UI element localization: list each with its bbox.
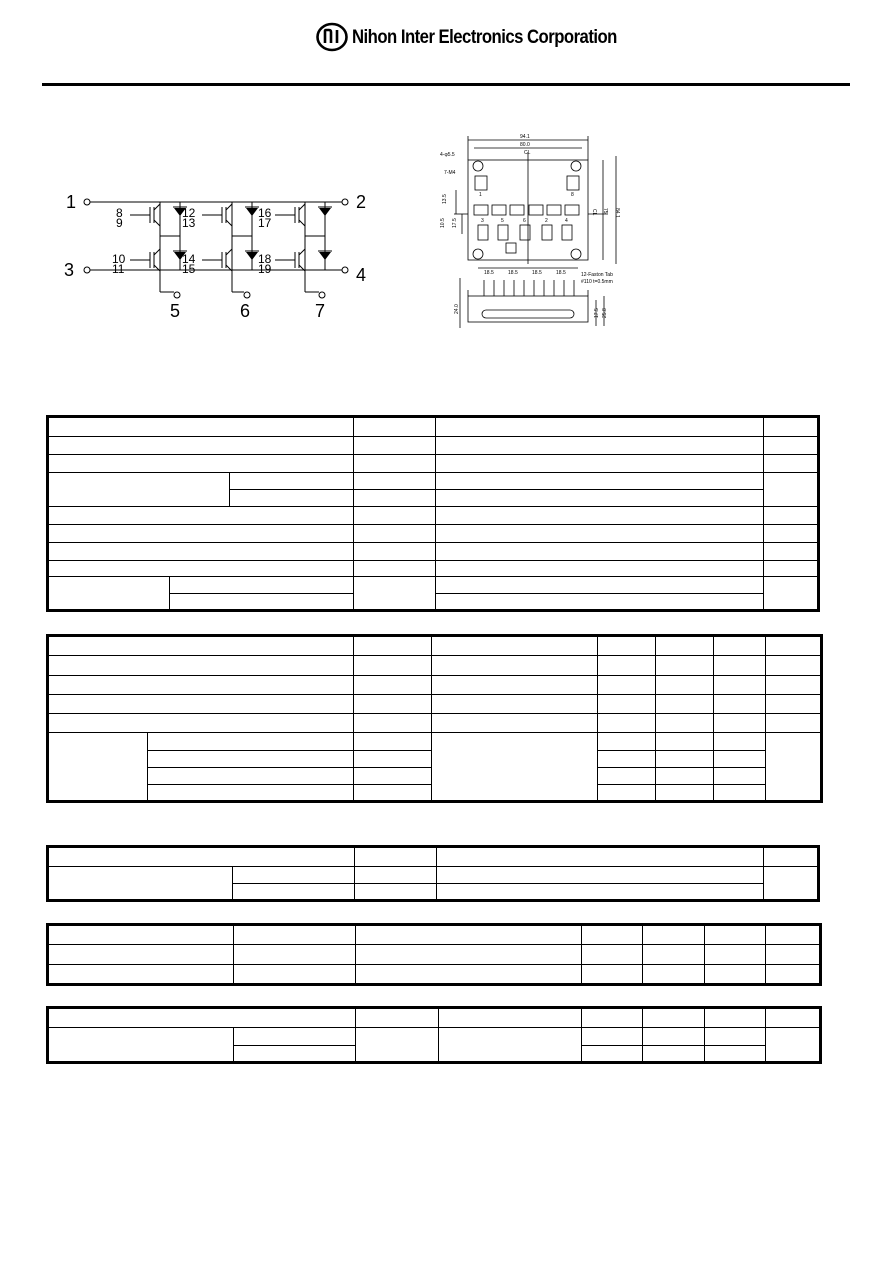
svg-text:25.8: 25.8 <box>602 308 608 318</box>
svg-text:18.5: 18.5 <box>508 270 518 276</box>
max-ratings-table <box>46 415 820 612</box>
svg-text:17.5: 17.5 <box>452 218 458 228</box>
svg-text:84.1: 84.1 <box>614 208 620 218</box>
svg-text:CL: CL <box>591 209 597 216</box>
svg-text:CL: CL <box>524 150 531 156</box>
gate-label: 9 <box>116 216 123 230</box>
svg-text:18.5: 18.5 <box>532 270 542 276</box>
gate-label: 17 <box>258 216 272 230</box>
terminal-6-label: 6 <box>240 301 250 321</box>
svg-text:3: 3 <box>481 218 484 224</box>
svg-text:2: 2 <box>545 218 548 224</box>
svg-text:1: 1 <box>479 192 482 198</box>
svg-text:24.0: 24.0 <box>454 304 460 314</box>
company-logo <box>316 22 348 52</box>
diode-ratings-table <box>46 845 820 902</box>
outline-drawing: 94.1 80.0 CL 4-φ5.5 7-M4 13.5 10.5 17.5 … <box>438 128 638 343</box>
gate-label: 14 <box>182 252 196 266</box>
terminal-3-label: 3 <box>64 260 74 280</box>
svg-text:10.5: 10.5 <box>440 218 446 228</box>
gate-label: 11 <box>112 262 125 276</box>
svg-text:80.0: 80.0 <box>520 142 530 148</box>
company-name: Nihon Inter Electronics Corporation <box>352 27 617 48</box>
svg-text:8: 8 <box>571 192 574 198</box>
svg-text:4-φ5.5: 4-φ5.5 <box>440 152 455 158</box>
gate-label: 13 <box>182 216 196 230</box>
circuit-diagram: 1 2 3 4 5 6 7 8 9 12 13 16 17 10 11 14 1… <box>60 180 390 325</box>
svg-text:18.5: 18.5 <box>556 270 566 276</box>
svg-text:13.5: 13.5 <box>442 194 448 204</box>
svg-text:6: 6 <box>523 218 526 224</box>
header-divider <box>42 83 850 86</box>
terminal-5-label: 5 <box>170 301 180 321</box>
gate-label: 10 <box>112 252 126 266</box>
gate-label: 18 <box>258 252 272 266</box>
svg-text:75: 75 <box>602 208 608 214</box>
thermal-characteristics-table <box>46 1006 822 1064</box>
svg-text:4: 4 <box>565 218 568 224</box>
svg-text:7-M4: 7-M4 <box>444 170 456 176</box>
svg-text:17.5: 17.5 <box>594 308 600 318</box>
gate-label: 15 <box>182 262 196 276</box>
svg-text:#110 t=0.5mm: #110 t=0.5mm <box>581 279 613 285</box>
gate-label: 16 <box>258 206 272 220</box>
diode-characteristics-table <box>46 923 822 986</box>
svg-text:5: 5 <box>501 218 504 224</box>
terminal-2-label: 2 <box>356 192 366 212</box>
terminal-1-label: 1 <box>66 192 76 212</box>
svg-text:18.5: 18.5 <box>484 270 494 276</box>
terminal-7-label: 7 <box>315 301 325 321</box>
gate-label: 19 <box>258 262 272 276</box>
electrical-characteristics-table <box>46 634 823 803</box>
terminal-4-label: 4 <box>356 265 366 285</box>
svg-text:12-Faston Tab: 12-Faston Tab <box>581 272 613 278</box>
svg-text:94.1: 94.1 <box>520 134 530 140</box>
gate-label: 12 <box>182 206 196 220</box>
gate-label: 8 <box>116 206 123 220</box>
